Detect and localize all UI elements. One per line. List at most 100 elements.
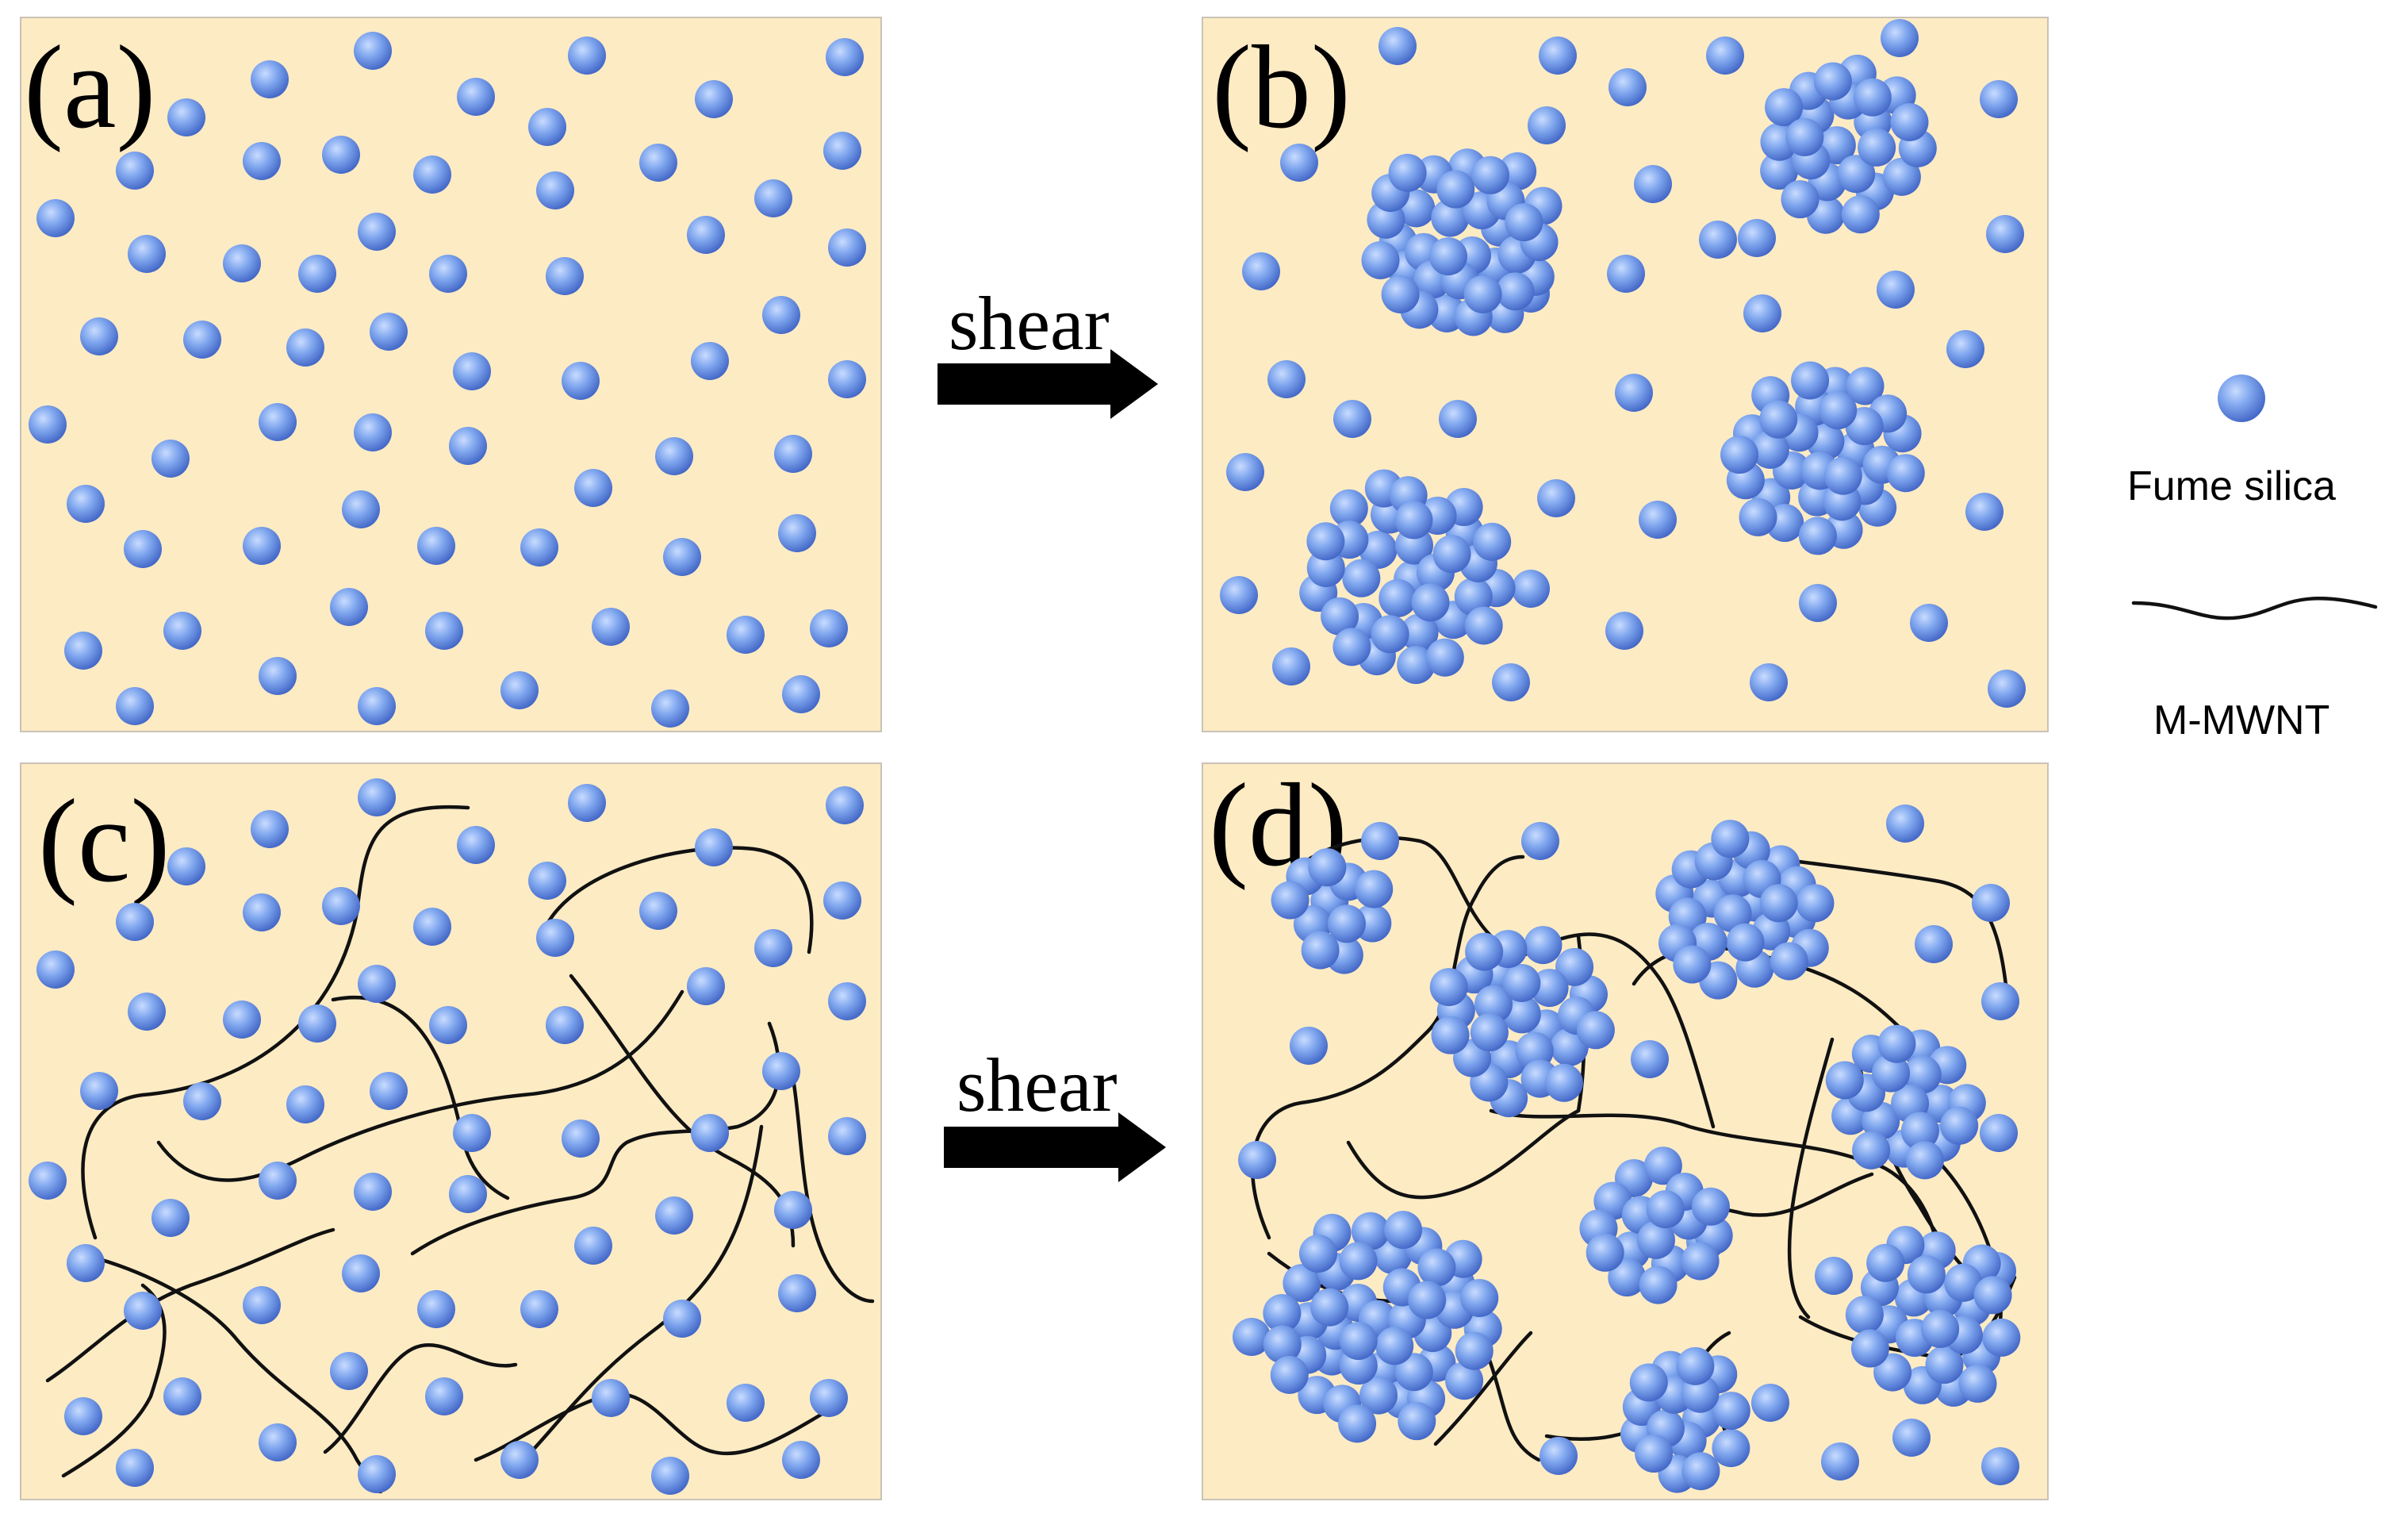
- fume-silica-particle: [354, 413, 392, 451]
- shear-arrow-bottom: shear: [944, 1043, 1166, 1182]
- fume-silica-particle: [1455, 1331, 1493, 1370]
- fume-silica-particle: [1226, 453, 1264, 491]
- fume-silica-particle: [1306, 548, 1345, 587]
- fume-silica-particle: [536, 171, 574, 209]
- fume-silica-particle: [183, 1082, 221, 1120]
- fume-silica-particle: [1608, 1258, 1647, 1297]
- fume-silica-particle: [1607, 255, 1645, 293]
- fume-silica-particle: [1711, 820, 1750, 858]
- fume-silica-particle: [1332, 628, 1371, 666]
- fume-silica-particle: [1310, 1288, 1349, 1327]
- fume-silica-particle: [64, 1397, 102, 1435]
- nanotube-strand: [521, 1124, 764, 1462]
- fume-silica-particle: [354, 1173, 392, 1211]
- shear-arrow-top-label: shear: [949, 281, 1110, 366]
- fume-silica-particle: [1431, 1016, 1470, 1054]
- fume-silica-particle: [1537, 479, 1575, 517]
- fume-silica-particle: [1342, 559, 1381, 597]
- fume-silica-particle: [29, 405, 67, 444]
- fume-silica-particle: [1629, 1363, 1668, 1402]
- fume-silica-particle: [298, 255, 336, 293]
- fume-silica-particle: [286, 328, 324, 367]
- fume-silica-particle: [1643, 1146, 1682, 1185]
- fume-silica-particle: [1339, 1322, 1378, 1361]
- panel-c-particles: [29, 778, 866, 1495]
- fume-silica-particle: [1781, 180, 1819, 219]
- fume-silica-particle: [80, 1072, 118, 1110]
- fume-silica-particle: [1852, 1131, 1891, 1169]
- fume-silica-particle: [1539, 36, 1577, 75]
- fume-silica-particle: [1905, 1141, 1944, 1180]
- fume-silica-particle: [1821, 1442, 1859, 1481]
- fume-silica-particle: [1890, 102, 1929, 141]
- fume-silica-particle: [128, 993, 166, 1031]
- fume-silica-particle: [1858, 128, 1896, 167]
- fume-silica-particle: [342, 1254, 380, 1292]
- fume-silica-particle: [651, 1457, 689, 1495]
- fume-silica-particle: [778, 1274, 816, 1312]
- fume-silica-particle: [1576, 1011, 1615, 1050]
- fume-silica-particle: [1631, 1040, 1669, 1078]
- fume-silica-particle: [1982, 1318, 2021, 1357]
- fume-silica-particle: [1361, 240, 1400, 279]
- fume-silica-particle: [782, 1441, 820, 1479]
- fume-silica-particle: [695, 828, 733, 866]
- fume-silica-particle: [1915, 925, 1953, 963]
- panel-b-label: (b): [1212, 21, 1351, 153]
- fume-silica-particle: [1910, 604, 1948, 642]
- fume-silica-particle: [124, 530, 162, 568]
- panel-a-label: (a): [24, 21, 155, 153]
- fume-silica-particle: [1361, 822, 1399, 860]
- fume-silica-particle: [810, 1379, 848, 1417]
- fume-silica-particle: [1220, 576, 1258, 614]
- fume-silica-particle: [1238, 1141, 1276, 1179]
- fume-silica-particle: [243, 893, 281, 931]
- fume-silica-particle: [358, 687, 396, 725]
- fume-silica-particle: [1862, 1101, 1900, 1140]
- fume-silica-particle: [1825, 1061, 1864, 1100]
- fume-silica-particle: [1464, 606, 1503, 645]
- fume-silica-particle: [520, 1290, 558, 1328]
- fume-silica-particle: [1903, 1055, 1942, 1094]
- fume-silica-particle: [413, 908, 451, 946]
- fume-silica-particle: [1738, 219, 1776, 257]
- fume-silica-particle: [1473, 522, 1512, 561]
- fume-silica-particle: [124, 1292, 162, 1330]
- fume-silica-particle: [1988, 670, 2026, 708]
- fume-silica-particle: [727, 1384, 765, 1422]
- panel-a: (a): [20, 17, 882, 732]
- fume-silica-particle: [36, 199, 75, 237]
- fume-silica-particle: [457, 78, 495, 116]
- fume-silica-particle: [298, 1004, 336, 1043]
- nanotube-strand: [81, 805, 470, 1240]
- fume-silica-particle: [1940, 1106, 1979, 1145]
- fume-silica-particle: [663, 1300, 701, 1338]
- fume-silica-particle: [1378, 578, 1417, 617]
- fume-silica-particle: [1544, 1063, 1583, 1102]
- fume-silica-particle: [167, 847, 205, 885]
- fume-silica-particle: [1280, 144, 1318, 182]
- fume-silica-particle: [1474, 985, 1513, 1023]
- fume-silica-particle: [568, 36, 606, 75]
- fume-silica-particle: [1907, 1255, 1946, 1294]
- fume-silica-particle: [116, 1449, 154, 1487]
- nanotube-strand: [156, 989, 684, 1182]
- fume-silica-particle: [1470, 1013, 1509, 1052]
- fume-silica-particle: [762, 1052, 800, 1090]
- fume-silica-particle: [453, 352, 491, 390]
- fume-silica-particle: [1750, 430, 1789, 469]
- fume-silica-particle: [128, 235, 166, 273]
- fume-silica-particle: [425, 1377, 463, 1415]
- fume-silica-particle: [1242, 252, 1280, 290]
- fume-silica-particle: [1770, 942, 1808, 981]
- fume-silica-particle: [562, 1120, 600, 1158]
- panel-b: (b): [1202, 17, 2049, 732]
- fume-silica-particle: [1609, 68, 1647, 106]
- fume-silica-particle: [528, 108, 566, 146]
- fume-silica-particle: [810, 609, 848, 647]
- fume-silica-particle: [1445, 1361, 1484, 1400]
- fume-silica-particle: [1986, 215, 2024, 253]
- fume-silica-particle: [546, 1006, 584, 1044]
- fume-silica-particle: [429, 1006, 467, 1044]
